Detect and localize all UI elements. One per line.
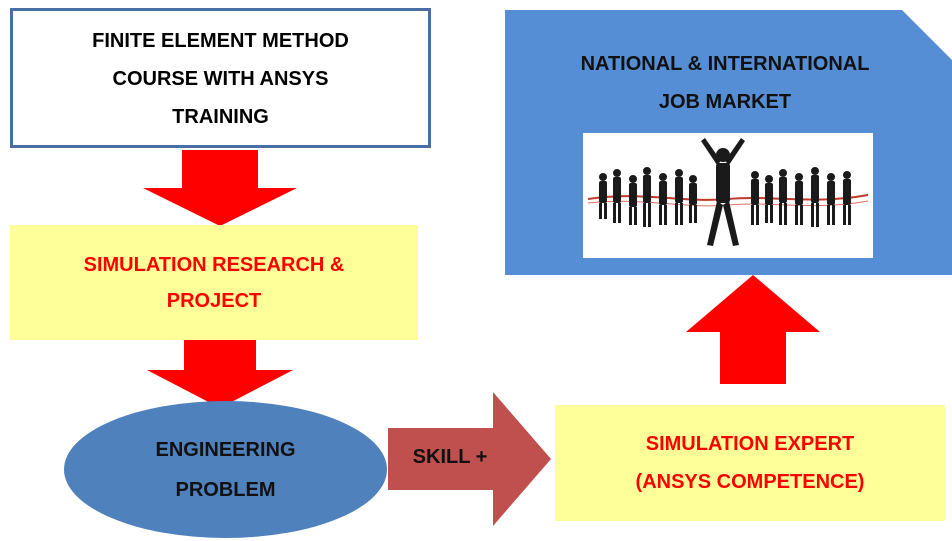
skill-arrow <box>388 392 551 526</box>
down-arrow-2 <box>147 340 293 408</box>
up-arrow <box>686 275 820 384</box>
engineering-problem-ellipse: ENGINEERING PROBLEM <box>64 401 387 538</box>
skill-arrow-label: SKILL + <box>412 446 488 468</box>
job-market-title: NATIONAL & INTERNATIONAL JOB MARKET <box>580 53 870 113</box>
simulation-research-box: SIMULATION RESEARCH & PROJECT <box>10 225 418 340</box>
simulation-expert-box: SIMULATION EXPERT (ANSYS COMPETENCE) <box>555 405 945 521</box>
business-people-crowd-finish-line-icon <box>583 133 873 258</box>
fem-course-box: FINITE ELEMENT METHOD COURSE WITH ANSYS … <box>10 8 431 148</box>
down-arrow-1 <box>143 150 297 226</box>
